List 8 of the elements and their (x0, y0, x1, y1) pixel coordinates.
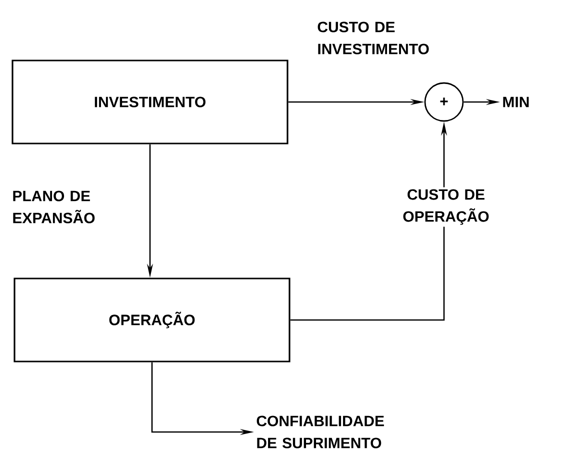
process-box: INVESTIMENTO (12, 60, 288, 144)
output-label: CONFIABILIDADE DE SUPRIMENTO (256, 416, 384, 448)
edge-label: CUSTO DE OPERAÇÃO (394, 187, 498, 227)
output-label: MIN (503, 96, 529, 108)
summing-junction: + (424, 82, 464, 122)
edge-label: PLANO DE EXPANSÃO (13, 190, 95, 224)
edge-label: CUSTO DE INVESTIMENTO (318, 22, 429, 54)
process-box: OPERAÇÃO (14, 278, 290, 362)
